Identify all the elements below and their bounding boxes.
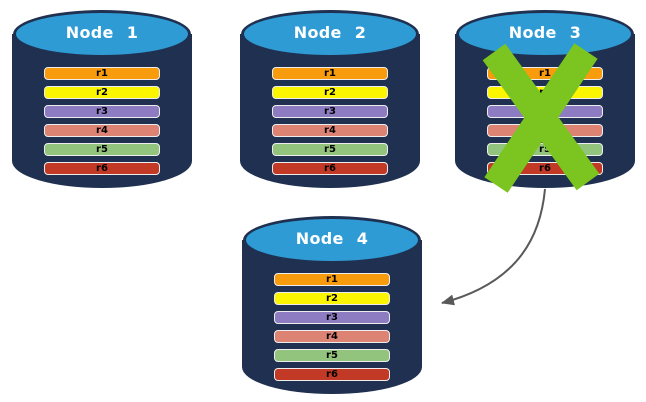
node-2-replica-row-r4: r4 [272,124,388,137]
node-1-replica-row-r3: r3 [44,105,160,118]
node-3-replica-row-r2: r2 [487,86,603,99]
node-4-replica-row-r1: r1 [274,273,390,286]
node-2-cylinder-top [241,10,419,58]
node-2-replica-row-r2: r2 [272,86,388,99]
node-3-replica-row-r1: r1 [487,67,603,80]
node-3-replica-row-r3: r3 [487,105,603,118]
node-4-replica-row-r6: r6 [274,368,390,381]
node-3-replica-row-r4: r4 [487,124,603,137]
replication-arrow [441,188,546,306]
node-1-replica-row-r5: r5 [44,143,160,156]
node-3-replica-row-r6: r6 [487,162,603,175]
node-1-replica-row-r1: r1 [44,67,160,80]
node-4-replica-rows: r1 r2 r3 r4 r5 r6 [274,273,390,387]
node-1-replica-row-r4: r4 [44,124,160,137]
node-2-title: Node 2 [293,23,367,42]
node-1-replica-row-r6: r6 [44,162,160,175]
node-1: Node 1 r1 r2 r3 r4 r5 r6 [12,10,192,188]
node-1-replica-rows: r1 r2 r3 r4 r5 r6 [44,67,160,181]
node-2-replica-rows: r1 r2 r3 r4 r5 r6 [272,67,388,181]
node-4-replica-row-r5: r5 [274,349,390,362]
node-1-cylinder-top [13,10,191,58]
node-2-replica-row-r3: r3 [272,105,388,118]
node-1-title: Node 1 [65,23,139,42]
node-2: Node 2 r1 r2 r3 r4 r5 r6 [240,10,420,188]
node-3: Node 3 r1 r2 r3 r4 r5 r6 [455,10,635,188]
node-2-replica-row-r5: r5 [272,143,388,156]
node-3-title: Node 3 [508,23,582,42]
node-2-replica-row-r1: r1 [272,67,388,80]
node-4-replica-row-r4: r4 [274,330,390,343]
node-2-replica-row-r6: r6 [272,162,388,175]
node-3-replica-row-r5: r5 [487,143,603,156]
node-4-replica-row-r3: r3 [274,311,390,324]
node-1-replica-row-r2: r2 [44,86,160,99]
node-4: Node 4 r1 r2 r3 r4 r5 r6 [242,216,422,394]
node-3-replica-rows: r1 r2 r3 r4 r5 r6 [487,67,603,181]
node-4-title: Node 4 [295,229,369,248]
node-4-cylinder-top [243,216,421,264]
node-4-replica-row-r2: r2 [274,292,390,305]
